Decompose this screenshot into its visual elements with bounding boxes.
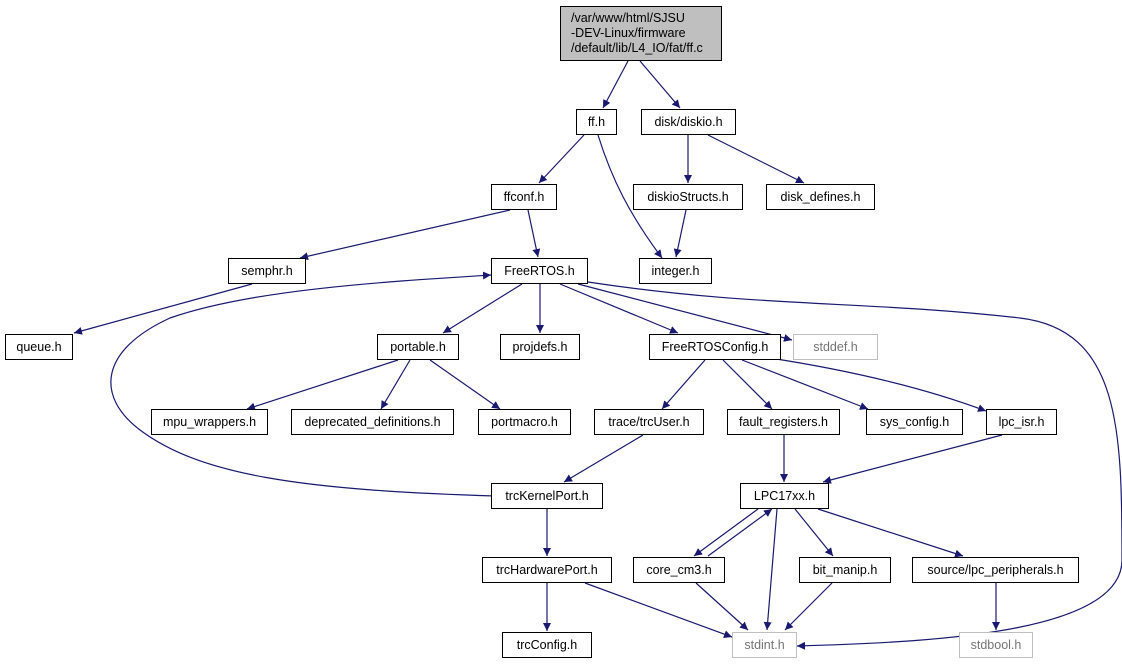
- node-disk-defines-h[interactable]: disk_defines.h: [766, 184, 875, 210]
- edge-lpc17xx-corecm3: [693, 508, 759, 557]
- node-trcconfig-h[interactable]: trcConfig.h: [502, 632, 592, 658]
- node-bit-manip-h[interactable]: bit_manip.h: [799, 557, 891, 583]
- edge-trchardwareport-stdint: [584, 582, 733, 638]
- node-freertos-h[interactable]: FreeRTOS.h: [491, 258, 588, 284]
- edge-ffconf-freertos: [527, 209, 541, 258]
- edge-lpc17xx-stdint: [763, 508, 778, 631]
- node-fault-registers-h[interactable]: fault_registers.h: [727, 409, 840, 435]
- edge-trcuser-trckernelport: [563, 434, 644, 483]
- edge-freertosconfig-trcuser: [661, 359, 706, 410]
- node-stddef-h: stddef.h: [793, 334, 878, 360]
- edge-diskioStructs-integer: [673, 209, 687, 258]
- edge-freertosconfig-faultregisters: [722, 359, 773, 410]
- edge-trckernelport-freertos: [110, 271, 496, 497]
- edge-ffconf-semphr: [299, 209, 511, 261]
- edge-portable-deprecated: [380, 359, 411, 410]
- edge-diskio-diskdefines: [707, 134, 805, 184]
- node-deprecated-definitions-h[interactable]: deprecated_definitions.h: [291, 409, 454, 435]
- edge-portable-mpuwrappers: [246, 359, 399, 411]
- node-stdint-h: stdint.h: [732, 632, 797, 658]
- node-lpc-peripherals-h[interactable]: source/lpc_peripherals.h: [912, 557, 1079, 583]
- edge-lpcisr-lpc17xx: [822, 434, 1003, 484]
- edge-bitmanip-stdint: [784, 582, 833, 631]
- node-diskiostructs-h[interactable]: diskioStructs.h: [633, 184, 743, 210]
- node-ff-h[interactable]: ff.h: [576, 109, 617, 135]
- node-ff-c-root: /var/www/html/SJSU -DEV-Linux/firmware /…: [560, 6, 722, 61]
- node-lpc17xx-h[interactable]: LPC17xx.h: [740, 483, 829, 509]
- edge-root-diskio: [639, 60, 681, 109]
- node-integer-h[interactable]: integer.h: [639, 258, 712, 284]
- node-ffconf-h[interactable]: ffconf.h: [491, 184, 557, 210]
- edge-ff-ffconf: [538, 134, 585, 184]
- edge-portable-portmacro: [429, 359, 501, 410]
- node-semphr-h[interactable]: semphr.h: [228, 258, 306, 284]
- node-queue-h[interactable]: queue.h: [5, 334, 73, 360]
- node-projdefs-h[interactable]: projdefs.h: [500, 334, 580, 360]
- edge-freertos-portable: [442, 283, 523, 334]
- node-core-cm3-h[interactable]: core_cm3.h: [633, 557, 725, 583]
- node-trcuser-h[interactable]: trace/trcUser.h: [594, 409, 704, 435]
- node-diskio-h[interactable]: disk/diskio.h: [641, 109, 736, 135]
- node-freertosconfig-h[interactable]: FreeRTOSConfig.h: [649, 334, 781, 360]
- node-portable-h[interactable]: portable.h: [377, 334, 459, 360]
- edge-freertos-freertosconfig: [559, 283, 679, 334]
- node-mpu-wrappers-h[interactable]: mpu_wrappers.h: [151, 409, 268, 435]
- node-sys-config-h[interactable]: sys_config.h: [866, 409, 963, 435]
- edge-ff-integer: [597, 134, 663, 259]
- edge-freertosconfig-sysconfig: [741, 359, 869, 410]
- node-lpc-isr-h[interactable]: lpc_isr.h: [986, 409, 1057, 435]
- node-portmacro-h[interactable]: portmacro.h: [478, 409, 571, 435]
- edge-root-ff: [602, 60, 629, 109]
- edge-corecm3-stdint: [695, 582, 749, 631]
- node-trckernelport-h[interactable]: trcKernelPort.h: [491, 483, 603, 509]
- edge-freertos-stddef: [577, 283, 793, 342]
- edge-semphr-queue: [73, 283, 253, 335]
- edge-lpc17xx-lpcperipherals: [817, 508, 964, 558]
- node-trchardwareport-h[interactable]: trcHardwarePort.h: [482, 557, 612, 583]
- edge-lpc17xx-bitmanip: [794, 508, 834, 557]
- edge-freertosconfig-lpcisr: [769, 357, 987, 412]
- node-stdbool-h: stdbool.h: [959, 632, 1033, 658]
- edge-corecm3-lpc17xx: [707, 508, 773, 557]
- edge-freertos-stdint: [587, 281, 1122, 650]
